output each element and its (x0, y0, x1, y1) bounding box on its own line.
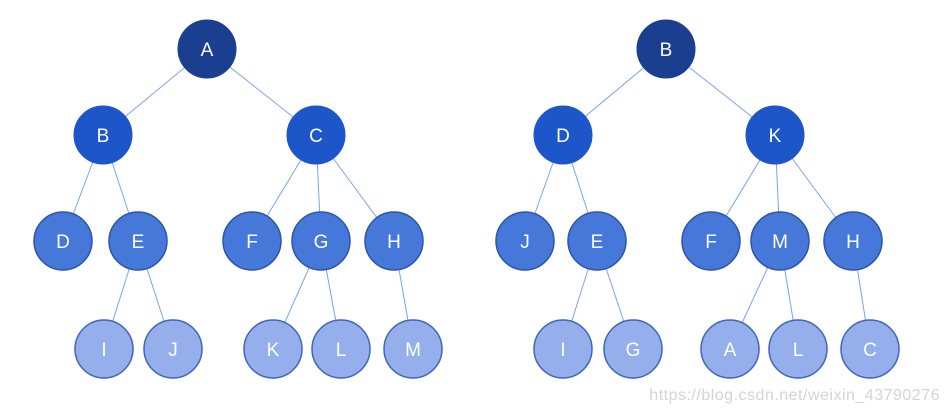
node-label-I: I (560, 340, 565, 361)
node-label-H: H (846, 232, 860, 253)
node-label-C: C (863, 340, 877, 361)
node-circle-A (177, 19, 237, 79)
node-circle-B (636, 19, 696, 79)
node-circle-A (700, 319, 760, 379)
node-label-D: D (56, 232, 70, 253)
node-label-A: A (724, 340, 737, 361)
node-label-E: E (132, 232, 145, 253)
left-tree-node-A: A (177, 19, 237, 79)
right-tree-node-L: L (768, 319, 828, 379)
right-tree-node-K: K (745, 105, 805, 165)
node-circle-E (567, 211, 627, 271)
node-label-A: A (201, 40, 214, 61)
node-circle-B (73, 105, 133, 165)
right-tree-node-G: G (603, 319, 663, 379)
left-tree-node-K: K (243, 319, 303, 379)
node-label-D: D (556, 126, 570, 147)
left-tree-node-G: G (291, 211, 351, 271)
node-circle-L (311, 319, 371, 379)
right-tree-node-M: M (750, 211, 810, 271)
node-label-K: K (769, 126, 782, 147)
node-label-G: G (626, 340, 641, 361)
node-circle-I (533, 319, 593, 379)
node-circle-C (840, 319, 900, 379)
right-tree-node-E: E (567, 211, 627, 271)
left-tree-node-L: L (311, 319, 371, 379)
node-label-B: B (97, 126, 110, 147)
right-tree-node-J: J (495, 211, 555, 271)
node-circle-L (768, 319, 828, 379)
watermark-text: https://blog.csdn.net/weixin_43790276 (649, 387, 940, 404)
right-tree-node-C: C (840, 319, 900, 379)
node-circle-D (533, 105, 593, 165)
node-label-M: M (772, 232, 788, 253)
node-circle-J (495, 211, 555, 271)
right-tree-node-H: H (823, 211, 883, 271)
node-label-L: L (336, 340, 347, 361)
node-label-K: K (267, 340, 280, 361)
node-label-E: E (591, 232, 604, 253)
node-circle-M (383, 319, 443, 379)
right-tree-node-A: A (700, 319, 760, 379)
node-circle-K (745, 105, 805, 165)
node-circle-H (823, 211, 883, 271)
left-tree-node-F: F (222, 211, 282, 271)
node-label-C: C (309, 126, 323, 147)
right-tree-node-B: B (636, 19, 696, 79)
left-tree-node-H: H (364, 211, 424, 271)
right-tree-node-F: F (681, 211, 741, 271)
node-circle-D (33, 211, 93, 271)
left-tree-node-B: B (73, 105, 133, 165)
node-label-F: F (705, 232, 717, 253)
node-circle-H (364, 211, 424, 271)
node-circle-J (143, 319, 203, 379)
node-label-L: L (793, 340, 804, 361)
left-tree-node-M: M (383, 319, 443, 379)
right-tree-node-D: D (533, 105, 593, 165)
node-circle-M (750, 211, 810, 271)
node-circle-G (291, 211, 351, 271)
left-tree-node-I: I (74, 319, 134, 379)
node-circle-K (243, 319, 303, 379)
node-circle-E (108, 211, 168, 271)
node-circle-F (222, 211, 282, 271)
node-label-J: J (520, 232, 530, 253)
node-label-F: F (246, 232, 258, 253)
right-tree-node-I: I (533, 319, 593, 379)
left-tree-node-J: J (143, 319, 203, 379)
node-circle-I (74, 319, 134, 379)
left-tree-node-C: C (286, 105, 346, 165)
node-circle-F (681, 211, 741, 271)
node-label-G: G (314, 232, 329, 253)
node-label-B: B (660, 40, 673, 61)
node-label-M: M (405, 340, 421, 361)
node-label-H: H (387, 232, 401, 253)
left-tree-node-E: E (108, 211, 168, 271)
node-label-I: I (101, 340, 106, 361)
left-tree-node-D: D (33, 211, 93, 271)
node-circle-C (286, 105, 346, 165)
node-circle-G (603, 319, 663, 379)
node-label-J: J (168, 340, 178, 361)
